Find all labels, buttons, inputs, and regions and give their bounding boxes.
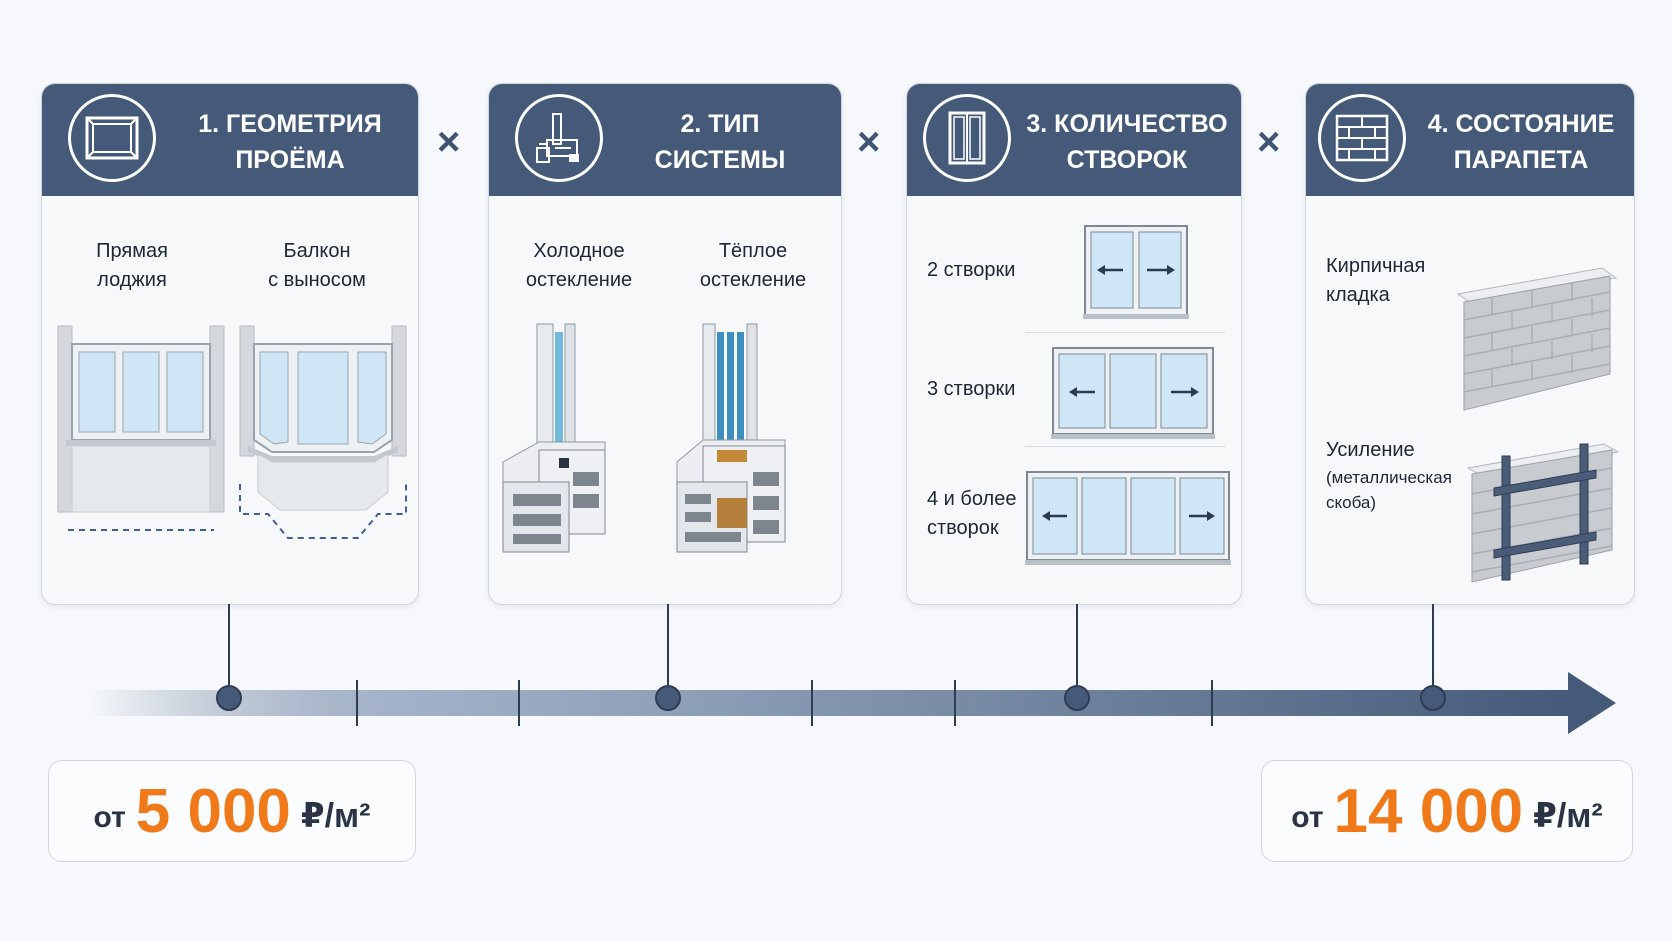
price-unit: ₽/м² (1533, 797, 1603, 835)
card-header: 1. ГЕОМЕТРИЯ ПРОЁМА (42, 84, 418, 196)
card-title-line: ПАРАПЕТА (1453, 146, 1589, 174)
option-label-line: остекление (525, 269, 633, 291)
card-title-line: 4. СОСТОЯНИЕ (1427, 110, 1615, 138)
card-title: 4. СОСТОЯНИЕ ПАРАПЕТА (1418, 102, 1624, 182)
card-title-line: ПРОЁМА (235, 146, 345, 174)
option-label-line: лоджия (97, 269, 167, 291)
option-2-sashes-label: 2 створки (927, 256, 1047, 285)
brick-wall-icon (1318, 94, 1406, 182)
price-unit: ₽/м² (300, 797, 371, 835)
card-sash-count: 3. КОЛИЧЕСТВО СТВОРОК 2 створки 3 створк… (906, 83, 1242, 605)
option-balcony-extended-label: Балкон с выносом (242, 237, 392, 295)
price-min-box: от 5 000 ₽/м² (48, 760, 416, 862)
cold-profile-illustration (502, 323, 606, 553)
option-4-sashes-label: 4 и более створок (927, 485, 1047, 543)
window-profile-icon (515, 94, 603, 182)
multiply-sign: × (857, 120, 881, 164)
price-prefix: от (93, 801, 126, 834)
option-warm-glazing-label: Тёплое остекление (673, 237, 833, 295)
brick-wall-illustration (1456, 267, 1618, 411)
option-label-line: створок (927, 517, 999, 539)
card-title-line: 2. ТИП (680, 110, 760, 138)
option-label-line: (металлическая (1326, 468, 1452, 487)
option-label-line: 3 створки (927, 378, 1016, 400)
option-label-line: 2 створки (927, 259, 1016, 281)
card-title-line: 1. ГЕОМЕТРИЯ (198, 110, 382, 138)
card-title: 2. ТИП СИСТЕМЫ (609, 102, 831, 182)
multiply-sign: × (1257, 120, 1281, 164)
divider (1025, 332, 1225, 333)
option-label-line: остекление (699, 269, 807, 291)
option-label-line: Усиление (1326, 439, 1415, 461)
option-label-line: скоба) (1326, 493, 1377, 512)
price-prefix: от (1291, 801, 1324, 834)
card-title-line: СТВОРОК (1066, 146, 1188, 174)
option-label-line: с выносом (268, 269, 366, 291)
double-sash-icon (923, 94, 1011, 182)
option-label-line: Балкон (283, 240, 351, 262)
card-system-type: 2. ТИП СИСТЕМЫ Холодное остекление Тёпло… (488, 83, 842, 605)
option-label-line: Холодное (533, 240, 625, 262)
two-sash-window (1083, 225, 1189, 319)
option-label-line: 4 и более (927, 488, 1017, 510)
warm-profile-illustration (676, 323, 786, 553)
card-title: 1. ГЕОМЕТРИЯ ПРОЁМА (172, 102, 408, 182)
option-label-line: кладка (1326, 284, 1390, 306)
card-title-line: СИСТЕМЫ (654, 146, 786, 174)
card-parapet-condition: 4. СОСТОЯНИЕ ПАРАПЕТА Кирпичная кладка У… (1305, 83, 1635, 605)
divider (1025, 446, 1225, 447)
cost-timeline-arrow (90, 604, 1616, 734)
window-frame-icon (68, 94, 156, 182)
price-min-value: 5 000 (135, 776, 291, 846)
option-label-line: Тёплое (718, 240, 788, 262)
balcony-extended-illustration (239, 325, 407, 539)
option-straight-loggia-label: Прямая лоджия (62, 237, 202, 295)
option-3-sashes-label: 3 створки (927, 375, 1047, 404)
reinforced-wall-illustration (1466, 443, 1620, 583)
price-max-box: от 14 000 ₽/м² (1261, 760, 1633, 862)
card-header: 2. ТИП СИСТЕМЫ (489, 84, 841, 196)
card-title-line: 3. КОЛИЧЕСТВО (1026, 110, 1228, 138)
price-max-value: 14 000 (1333, 776, 1524, 846)
option-brickwork-label: Кирпичная кладка (1326, 252, 1466, 310)
option-reinforcement-label: Усиление (металлическая скоба) (1326, 436, 1476, 515)
option-label-line: Прямая (96, 240, 168, 262)
four-sash-window (1025, 471, 1231, 565)
card-opening-geometry: 1. ГЕОМЕТРИЯ ПРОЁМА Прямая лоджия Балкон… (41, 83, 419, 605)
card-title: 3. КОЛИЧЕСТВО СТВОРОК (1023, 102, 1231, 182)
straight-loggia-illustration (57, 325, 225, 531)
card-header: 3. КОЛИЧЕСТВО СТВОРОК (907, 84, 1241, 196)
option-label-line: Кирпичная (1326, 255, 1426, 277)
multiply-sign: × (437, 120, 461, 164)
option-cold-glazing-label: Холодное остекление (499, 237, 659, 295)
card-header: 4. СОСТОЯНИЕ ПАРАПЕТА (1306, 84, 1634, 196)
three-sash-window (1051, 347, 1215, 439)
